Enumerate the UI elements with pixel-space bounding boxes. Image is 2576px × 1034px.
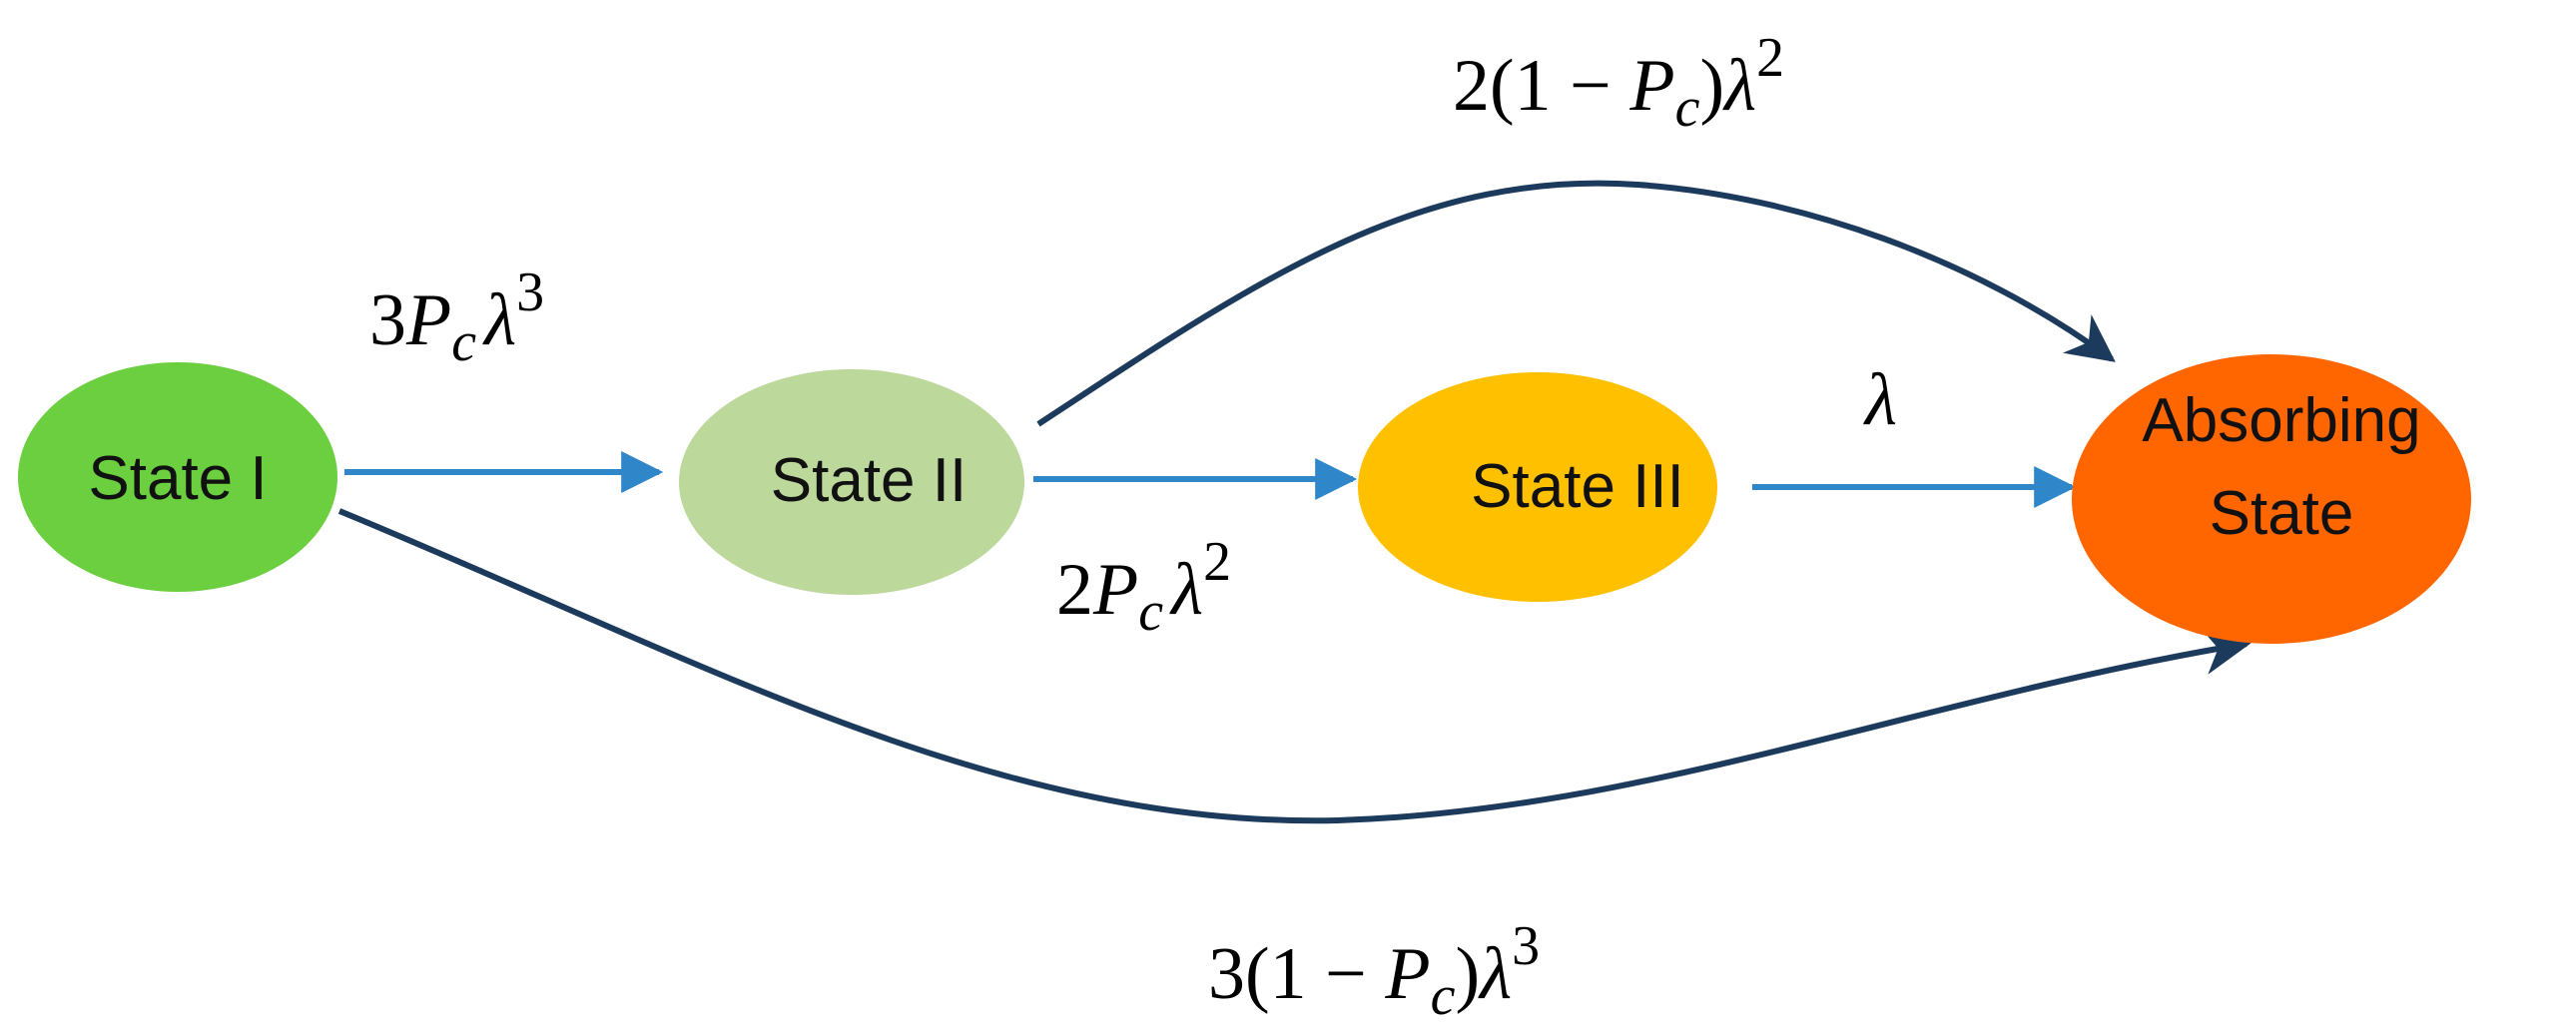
rate-label-state-2-to-absorbing: 2(1 − Pc)λ2 xyxy=(1453,27,1784,139)
state-1-node: State I xyxy=(18,362,337,592)
absorbing-state-label-line1: Absorbing xyxy=(2142,386,2420,455)
state-2-node: State II xyxy=(679,369,1024,595)
state-1-label: State I xyxy=(88,444,267,513)
arrow-state-2-to-absorbing xyxy=(1036,180,2116,427)
absorbing-state-node: Absorbing State xyxy=(2072,354,2471,644)
state-2-label: State II xyxy=(771,446,966,515)
rate-label-state-1-to-absorbing: 3(1 − Pc)λ3 xyxy=(1208,915,1540,1027)
rate-label-state-3-to-absorbing: λ xyxy=(1863,359,1897,441)
state-3-label: State III xyxy=(1471,452,1684,521)
state-3-node: State III xyxy=(1358,372,1717,602)
arrow-state-1-to-absorbing xyxy=(337,508,2252,824)
absorbing-state-label-line2: State xyxy=(2210,479,2354,548)
